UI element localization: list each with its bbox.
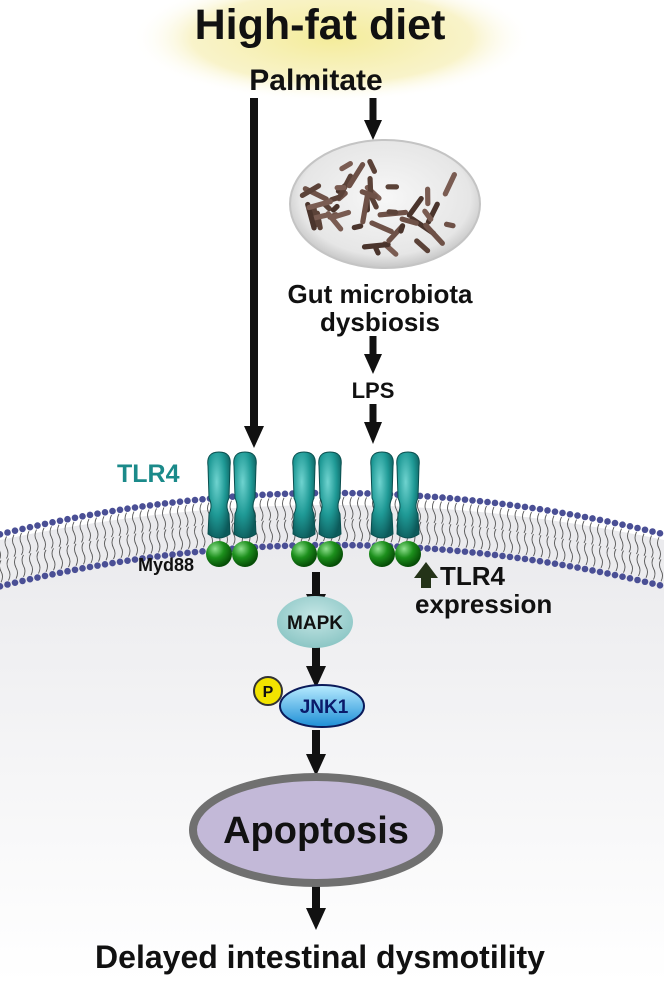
myd88-node [395, 541, 421, 567]
myd88-node [369, 541, 395, 567]
arrow-head [244, 426, 264, 448]
myd88-node [291, 541, 317, 567]
arrow-head [306, 754, 326, 776]
arrow-head [306, 908, 326, 930]
microbiota-label-line1: Gut microbiota [288, 279, 473, 309]
diet-title: High-fat diet [195, 1, 446, 49]
diet-glow [132, 0, 532, 102]
lps-label: LPS [352, 378, 395, 403]
tlr4-label: TLR4 [117, 460, 180, 488]
tlr4-dimer [369, 451, 421, 567]
phospho-badge [253, 676, 283, 706]
expression-label-line1: TLR4 [440, 561, 506, 591]
mapk-node [277, 596, 353, 648]
myd88-label: Myd88 [138, 555, 194, 575]
bacteria-colony-icon [289, 139, 481, 269]
arrows [244, 98, 382, 930]
microbiota-label-line2: dysbiosis [320, 307, 440, 337]
mapk-label: MAPK [287, 613, 343, 634]
palmitate-label: Palmitate [249, 64, 382, 97]
arrow-head [364, 354, 382, 374]
phospho-label: P [263, 684, 274, 701]
tlr4-dimer [291, 451, 343, 567]
jnk1-node [253, 676, 365, 728]
expression-label-line2: expression [415, 589, 552, 619]
myd88-node [317, 541, 343, 567]
jnk1-label: JNK1 [300, 697, 349, 718]
apoptosis-node [189, 773, 443, 887]
arrow-head [364, 120, 382, 140]
arrow-head [364, 422, 382, 444]
cell-interior [0, 505, 664, 983]
arrow-head [306, 666, 326, 688]
apoptosis-label: Apoptosis [223, 810, 409, 852]
myd88-node [206, 541, 232, 567]
up-arrow-icon [414, 562, 438, 588]
tlr4-receptors [206, 451, 421, 567]
outcome-label: Delayed intestinal dysmotility [95, 939, 545, 975]
myd88-node [232, 541, 258, 567]
tlr4-dimer [206, 451, 258, 567]
